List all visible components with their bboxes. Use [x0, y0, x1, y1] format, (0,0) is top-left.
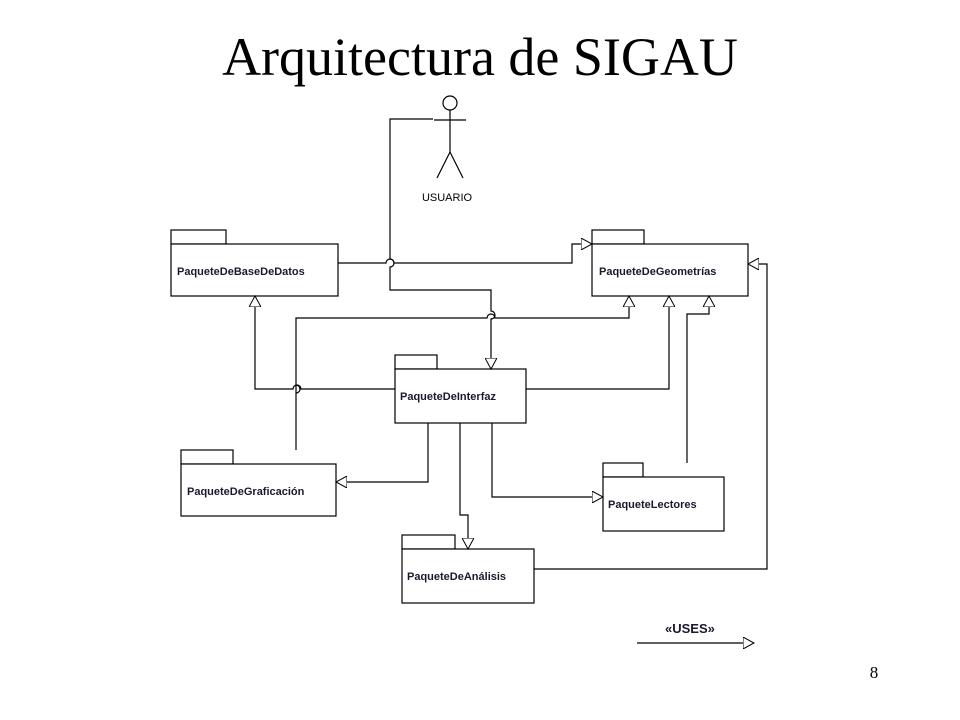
page-number: 8 [869, 663, 879, 682]
package-geometrias: PaqueteDeGeometrías [591, 229, 749, 297]
package-graficacion: PaqueteDeGraficación [180, 449, 337, 517]
package-label-graficacion: PaqueteDeGraficación [187, 486, 305, 498]
slide-title: Arquitectura de SIGAU [222, 27, 738, 87]
edge-analisis-to-geometrias [534, 264, 768, 570]
legend-label: «USES» [665, 621, 715, 636]
edge-interfaz-to-basedatos [255, 296, 395, 390]
edge-interfaz-to-graficacion [336, 423, 429, 482]
actor-usuario: USUARIO [422, 95, 473, 204]
actor-label: USUARIO [422, 192, 473, 204]
package-lectores: PaqueteLectores [602, 462, 725, 532]
package-label-base-datos: PaqueteDeBaseDeDatos [177, 266, 305, 278]
edge-interfaz-to-analisis [459, 423, 468, 549]
package-label-analisis: PaqueteDeAnálisis [407, 571, 506, 583]
edge-basedatos-to-geometrias [338, 244, 592, 264]
edge-usuario-to-interfaz [389, 118, 495, 369]
package-interfaz: PaqueteDeInterfaz [394, 354, 527, 424]
edge-graficacion-to-geometrias [295, 296, 629, 450]
package-label-interfaz: PaqueteDeInterfaz [400, 391, 496, 403]
package-base-datos: PaqueteDeBaseDeDatos [170, 229, 339, 297]
edge-lectores-to-geometrias [686, 296, 709, 463]
edge-interfaz-to-geometrias [526, 296, 669, 390]
package-label-lectores: PaqueteLectores [608, 499, 697, 511]
legend-uses: «USES» [637, 621, 754, 643]
edge-interfaz-to-lectores [491, 423, 603, 497]
package-analisis: PaqueteDeAnálisis [401, 534, 535, 604]
package-label-geometrias: PaqueteDeGeometrías [599, 266, 716, 278]
